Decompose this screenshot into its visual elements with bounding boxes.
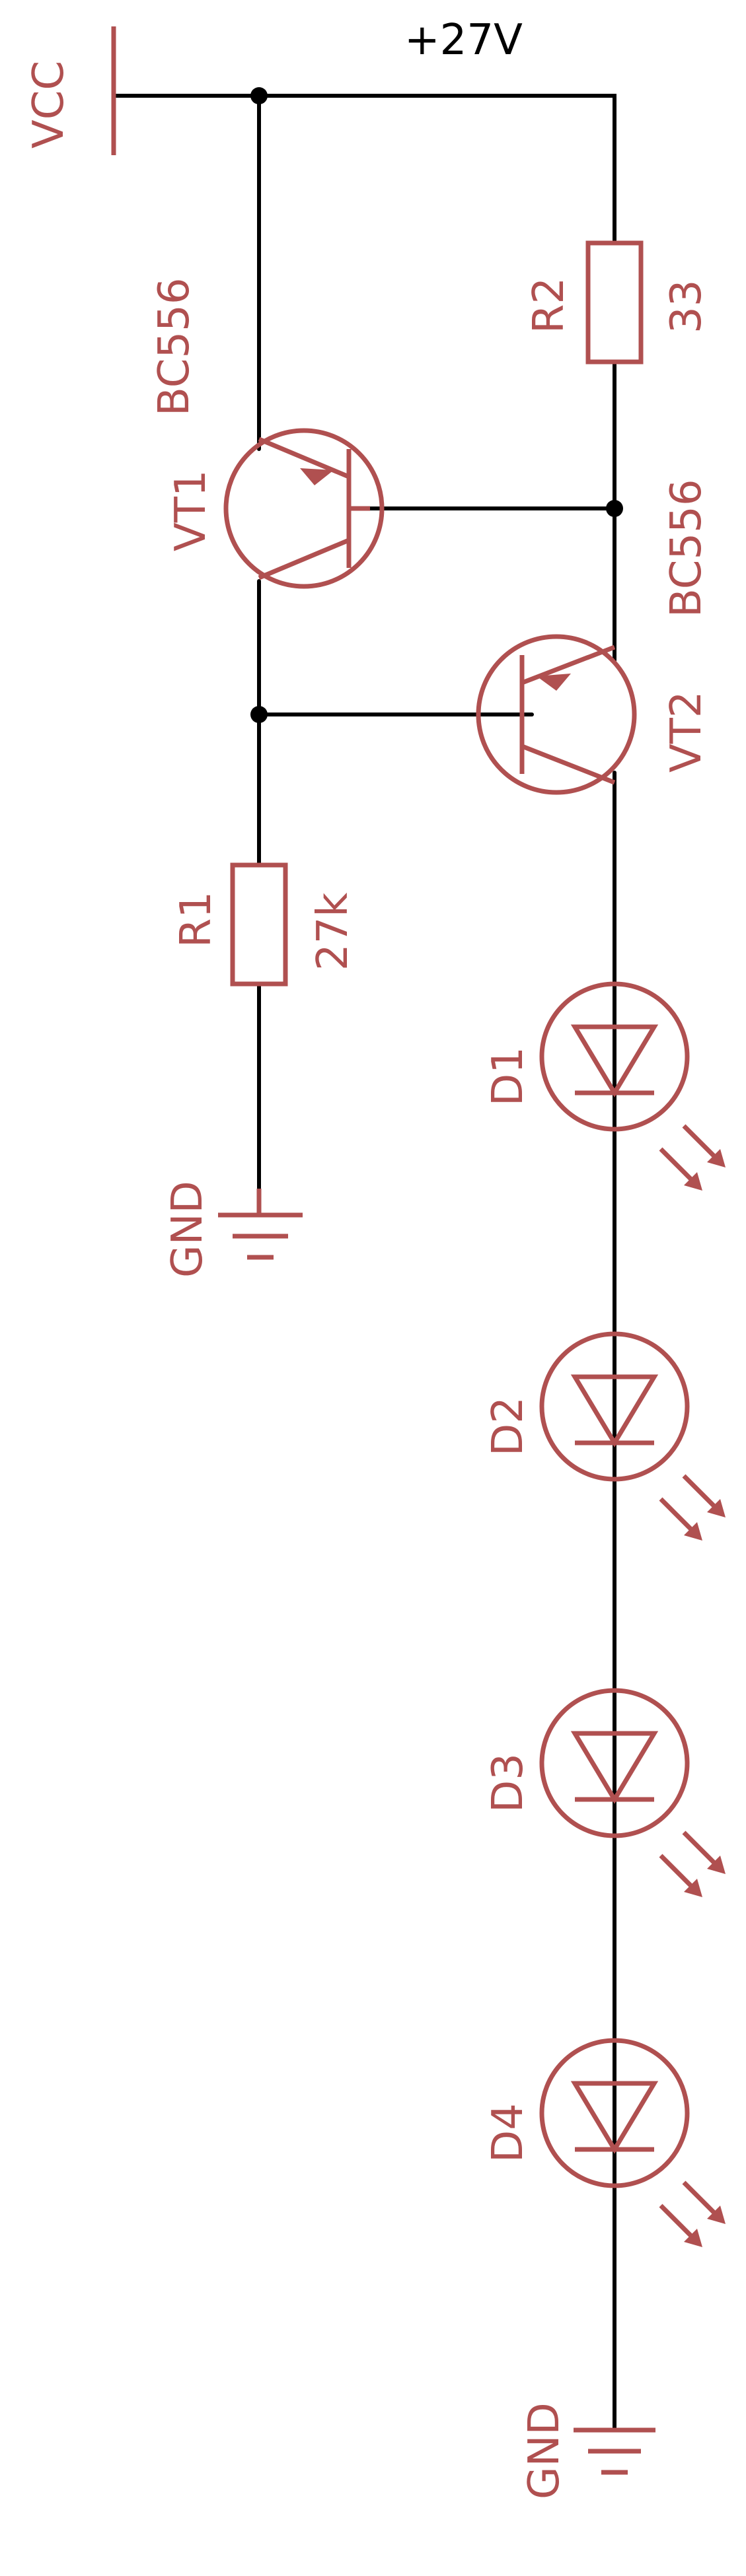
transistor-vt1: VT1 BC556	[150, 277, 385, 589]
junction-collector	[250, 706, 268, 723]
vt2-type-label: BC556	[662, 479, 711, 617]
led-d4: D4	[484, 2038, 726, 2247]
led-d3: D3	[484, 1688, 726, 1897]
gnd-label-left: GND	[163, 1181, 212, 1278]
vcc-symbol: VCC	[24, 26, 116, 155]
junction-base	[606, 500, 623, 517]
vt1-type-label: BC556	[150, 277, 199, 416]
d4-ref-label: D4	[484, 2103, 533, 2163]
d2-ref-label: D2	[484, 1397, 533, 1456]
ground-symbol-left: GND	[163, 1181, 303, 1278]
wire-supply-rail	[112, 94, 616, 245]
r2-ref-label: R2	[525, 277, 574, 333]
r1-value-label: 27k	[309, 893, 357, 971]
vcc-label: VCC	[24, 61, 73, 149]
d1-ref-label: D1	[484, 1047, 533, 1106]
junctions	[250, 87, 623, 723]
gnd-label-right: GND	[520, 2402, 569, 2499]
vt2-ref-label: VT2	[662, 691, 711, 773]
vt1-ref-label: VT1	[167, 470, 215, 551]
transistor-vt2: VT2 BC556	[476, 479, 711, 795]
junction-top	[250, 87, 268, 104]
resistor-r1: R1 27k	[172, 862, 357, 987]
led-d2: D2	[484, 1331, 726, 1541]
r1-ref-label: R1	[172, 891, 221, 948]
resistor-r2: R2 33	[525, 240, 711, 365]
d3-ref-label: D3	[484, 1753, 533, 1813]
supply-voltage-label: +27V	[404, 16, 523, 65]
led-d1: D1	[484, 981, 726, 1191]
r2-value-label: 33	[662, 280, 711, 333]
ground-symbol-right: GND	[520, 2402, 655, 2499]
